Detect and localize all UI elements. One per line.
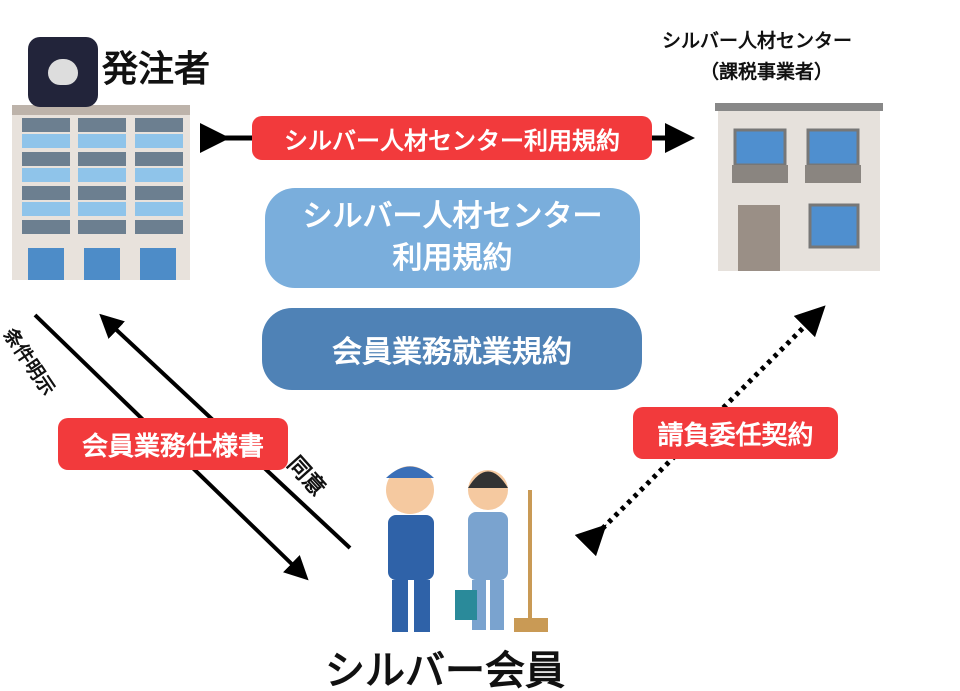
contract-label: 請負委任契約 — [633, 407, 838, 459]
work-rules-box: 会員業務就業規約 — [262, 308, 642, 390]
center-terms-line2: 利用規約 — [392, 241, 513, 276]
silver-members-illustration — [386, 466, 548, 632]
orderer-building-illustration — [12, 105, 190, 280]
work-rules-label: 会員業務就業規約 — [332, 335, 572, 370]
center-building-illustration — [715, 103, 883, 271]
spec-label: 会員業務仕様書 — [58, 418, 288, 470]
orderer-label: 発注者 — [102, 49, 211, 90]
center-label-line1: シルバー人材センター — [662, 30, 853, 52]
top-contract-label: シルバー人材センター利用規約 — [252, 116, 652, 160]
app-icon[interactable] — [28, 37, 98, 107]
brain-icon — [48, 59, 78, 85]
center-terms-line1: シルバー人材センター — [302, 199, 603, 234]
member-label: シルバー会員 — [325, 648, 565, 691]
center-terms-box: シルバー人材センター 利用規約 — [265, 188, 640, 288]
center-label-line2: （課税事業者） — [700, 61, 834, 83]
